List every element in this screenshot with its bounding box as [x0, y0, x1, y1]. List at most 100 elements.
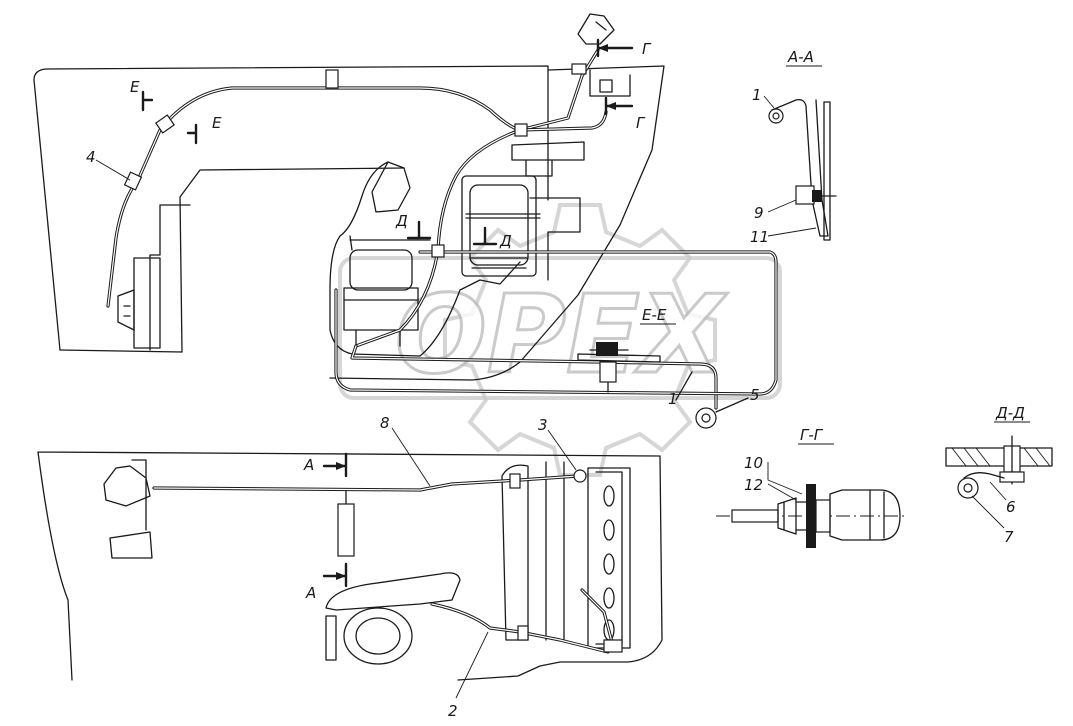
side-pipe-rise: [580, 588, 614, 644]
dd-nut: [999, 471, 1025, 483]
gg-leader-12: [767, 483, 797, 501]
cab-step: [179, 167, 405, 353]
engine-bay-top: [371, 161, 411, 213]
side-valve-body: [337, 503, 355, 557]
dd-plate-hatch: [951, 447, 1051, 467]
lower-cylinder: [349, 249, 413, 291]
ee-bolt: [589, 349, 629, 393]
side-fitting-3: [573, 469, 587, 483]
filter-housing: [461, 175, 537, 277]
ee-pipe-clip-inner: [701, 413, 711, 423]
side-leader-3: [547, 429, 577, 471]
dd-leader-6: [989, 481, 1007, 501]
callout-7: 7: [1004, 528, 1014, 546]
dd-clip: [963, 472, 1005, 479]
grille-frame: [501, 461, 565, 641]
callout-3: 3: [538, 416, 548, 434]
side-horn-bell-inner: [355, 617, 401, 655]
cut-a-bottom-label: А: [305, 584, 316, 602]
side-leader-2: [455, 631, 489, 699]
gg-body: [815, 499, 831, 533]
ee-leader-1: [675, 371, 693, 401]
gg-flange: [806, 484, 816, 548]
side-outline: [37, 451, 663, 681]
section-title-gg: Г-Г: [800, 426, 824, 444]
section-title-dd: Д-Д: [995, 404, 1025, 422]
cut-e-right: [186, 123, 198, 145]
ee-nut: [599, 361, 617, 383]
side-pipe-rise-inner: [581, 589, 613, 643]
side-horn-body: [325, 572, 461, 611]
callout-12: 12: [744, 476, 763, 494]
aa-leader-1: [763, 95, 775, 109]
side-view: [37, 427, 663, 699]
watermark-gear: [443, 203, 717, 477]
cut-g-top-arrow: [598, 44, 608, 52]
side-fitting-2: [517, 625, 529, 641]
watermark: OPEX: [338, 203, 782, 477]
aa-leader-11: [767, 227, 817, 237]
side-horn-bell: [343, 607, 413, 665]
cut-d-left: [406, 220, 432, 240]
cut-marks-top: Е Е Г Г Д Д: [130, 38, 652, 250]
grille-slot-4: [603, 587, 615, 609]
gg-collar: [795, 501, 807, 531]
pipe-long-run-inner: [351, 345, 717, 409]
engine-bay-outline: [329, 161, 521, 357]
gg-shaft: [731, 509, 779, 523]
fitting-bracket-3: [571, 63, 587, 75]
aa-pipe-inner: [772, 112, 780, 120]
filter-clamp: [465, 213, 541, 269]
section-title-ee: Е-Е: [642, 306, 667, 324]
cut-a-top-label: А: [303, 456, 314, 474]
side-fitting-4: [603, 639, 623, 653]
fitting-tee-1: [514, 123, 528, 137]
cut-e-left: [141, 90, 154, 112]
side-pipe-8-inner: [153, 475, 579, 491]
front-pump: [133, 257, 161, 349]
aa-panel: [823, 101, 831, 241]
rear-component: [511, 141, 585, 177]
callout-9: 9: [754, 204, 764, 222]
gg-leader-10: [767, 462, 803, 495]
callout-8: 8: [380, 414, 390, 432]
watermark-frame: [338, 256, 782, 400]
cut-g-top-label: Г: [642, 40, 652, 58]
side-bumper: [103, 459, 153, 559]
cab-rear-wall: [547, 69, 631, 201]
callouts: 1 9 11 4 1 5 8 3 2 10 12 6 7: [86, 86, 1016, 720]
fitting-top-clip: [325, 69, 339, 89]
aa-bolt-head: [795, 185, 815, 205]
cut-marks-side: А А: [303, 452, 348, 602]
cut-d-right: [472, 226, 498, 246]
callout-1-aa: 1: [752, 86, 762, 104]
fitting-tee-2: [431, 244, 445, 258]
callout-10: 10: [744, 454, 763, 472]
aa-leader-9: [767, 199, 797, 213]
cab-outline: [33, 65, 665, 381]
dd-leader-7: [971, 495, 1005, 529]
front-pump-cap: [117, 289, 135, 331]
cut-d-right-label: Д: [499, 232, 512, 250]
side-fitting-1: [509, 473, 521, 489]
side-leader-8: [391, 427, 431, 487]
grille-slot-2: [603, 519, 615, 541]
cut-a-top-arrow: [336, 462, 346, 470]
callout-4: 4: [86, 148, 96, 166]
gg-cap: [829, 489, 901, 541]
pipe-branch-down-inner: [355, 129, 521, 347]
callout-4-leader: [95, 159, 131, 181]
cut-d-left-label: Д: [395, 212, 408, 230]
side-pipe-2-inner: [431, 603, 609, 653]
cut-e-left-label: Е: [130, 78, 140, 96]
top-valve-2: [599, 79, 613, 93]
section-dd: [945, 435, 1053, 529]
cut-g-bottom-arrow: [606, 102, 616, 110]
aa-bracket: [771, 98, 829, 237]
side-grille: [587, 467, 631, 649]
section-aa: [763, 95, 837, 241]
cut-e-right-label: Е: [212, 114, 222, 132]
cab-outline-left-bottom: [59, 349, 183, 353]
callout-2: 2: [448, 702, 458, 720]
